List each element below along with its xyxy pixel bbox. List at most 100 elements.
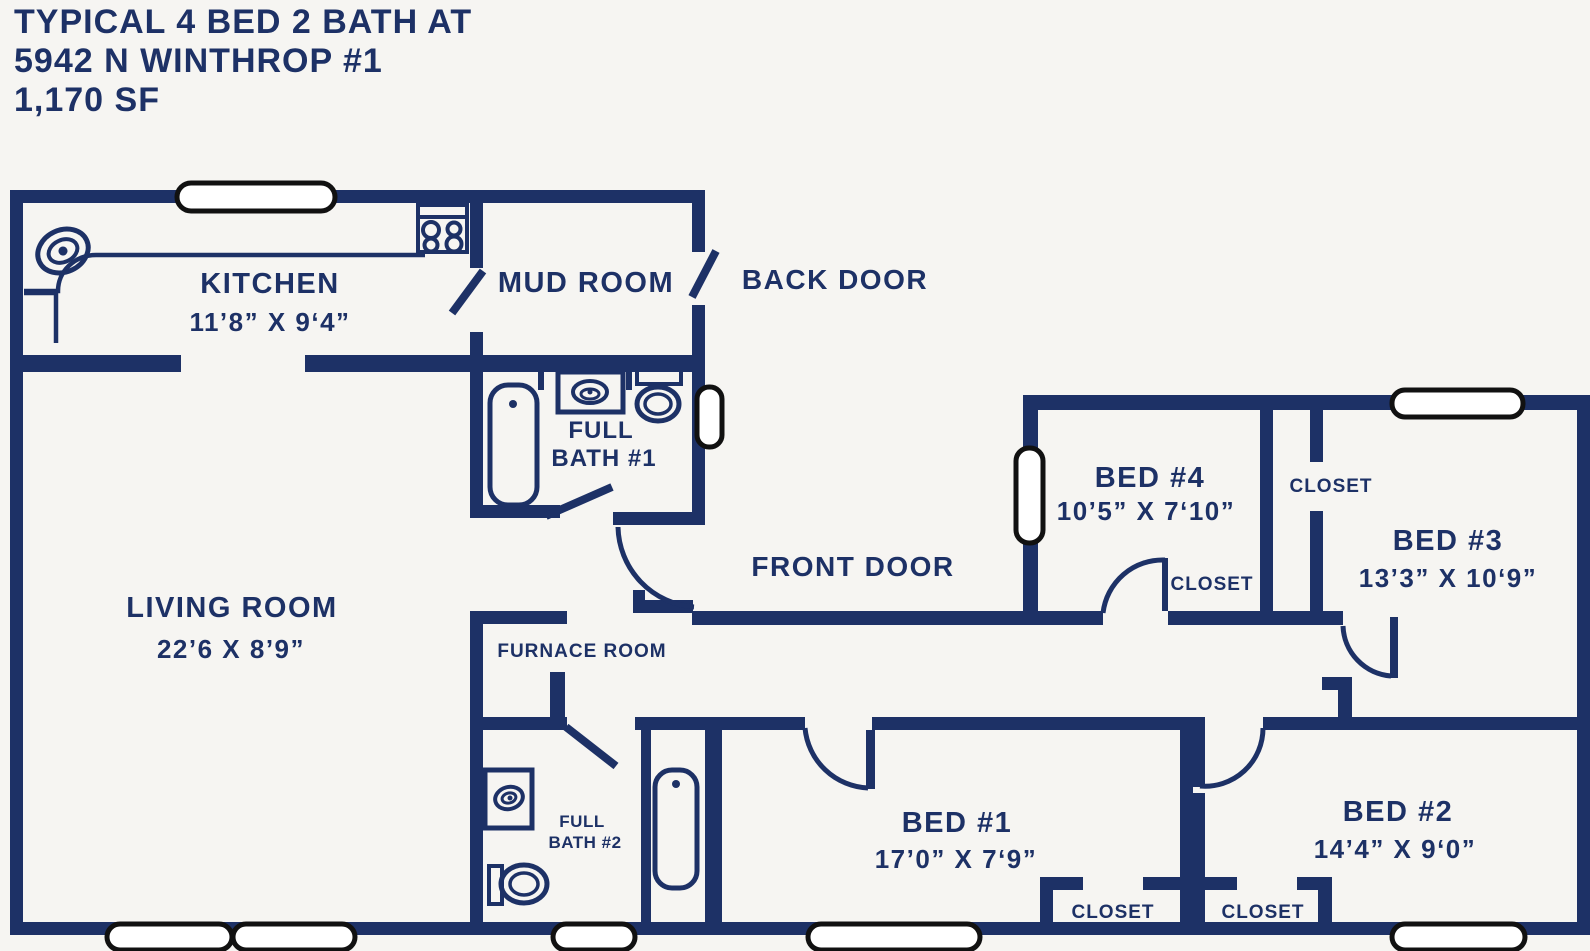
bed1-window	[805, 921, 983, 951]
wall-bed1-bed2-divider	[1180, 793, 1205, 922]
wall-closet2-top	[1297, 877, 1332, 890]
back-door-label: BACK DOOR	[742, 264, 928, 295]
wall-bed3-closet-stub-lower	[1310, 511, 1323, 611]
wall-mudroom-west-upper	[470, 203, 483, 268]
wall-bed2-top	[1263, 717, 1577, 730]
wall-closet-center-top	[1143, 877, 1237, 890]
front-door-label: FRONT DOOR	[751, 551, 954, 582]
wall-furnace-east	[550, 672, 565, 717]
bed2-dims: 14’4” X 9‘0”	[1314, 834, 1477, 864]
bed3-label: BED #3	[1393, 525, 1504, 557]
title-line-3: 1,170 SF	[14, 81, 160, 119]
bed3-door-arc	[1340, 625, 1392, 679]
kitchen-door-leaf	[448, 268, 487, 316]
title-line-1: TYPICAL 4 BED 2 BATH AT	[14, 3, 472, 41]
bath2-sink-icon	[482, 767, 535, 831]
wall-tub-alcove-west	[641, 730, 651, 922]
bed4-closet-label: CLOSET	[1170, 574, 1253, 595]
plan-title: TYPICAL 4 BED 2 BATH AT 5942 N WINTHROP …	[14, 3, 472, 119]
wall-bed1-top-east	[872, 717, 1205, 730]
bed3-door-leaf	[1390, 617, 1398, 678]
wall-mudroom-west-lower	[470, 332, 483, 355]
title-line-2: 5942 N WINTHROP #1	[14, 42, 383, 80]
bath2-window	[550, 921, 638, 951]
wall-entry-jog-cap	[633, 590, 645, 613]
walls	[10, 190, 1590, 935]
bath2-label-line1: FULL	[559, 812, 604, 831]
bath2-door-leaf	[563, 723, 619, 770]
wall-hallway-north-west	[692, 611, 1103, 625]
wall-bath1-stub-a	[538, 372, 544, 390]
kitchen-cabinet	[24, 290, 59, 343]
bed2-door-arc	[1199, 727, 1266, 789]
fixtures	[24, 203, 700, 906]
wall-closet2-east	[1318, 890, 1332, 922]
front-door-arc	[615, 526, 695, 610]
wall-tub-alcove-east	[705, 730, 722, 922]
wall-bed1-east	[1180, 730, 1193, 793]
bath1-sink-icon	[555, 369, 626, 415]
wall-bath1-stub-b	[626, 372, 632, 390]
bed2-closet-label: CLOSET	[1221, 902, 1304, 923]
bath1-window	[694, 384, 725, 450]
bath1-tub-icon	[487, 382, 540, 508]
kitchen-sink-icon	[35, 226, 91, 276]
wall-bottom-exterior	[10, 922, 1590, 935]
wall-bed1-top-west	[635, 717, 805, 730]
wall-kitchen-bottom-east	[305, 355, 705, 372]
back-door-leaf	[688, 249, 720, 299]
bath2-label-line2: BATH #2	[548, 833, 621, 852]
bed1-door-leaf	[866, 730, 875, 789]
bath2-tub-icon	[652, 767, 700, 891]
bed2-door-leaf	[1193, 730, 1205, 787]
stove-icon	[416, 203, 469, 254]
bed4-dims: 10’5” X 7‘10”	[1057, 496, 1236, 526]
bath1-toilet-icon	[634, 368, 683, 424]
bed1-closet-label: CLOSET	[1071, 902, 1154, 923]
door-swings	[448, 249, 1392, 791]
kitchen-dims: 11’8” X 9‘4”	[189, 307, 350, 337]
bed1-label: BED #1	[902, 807, 1013, 839]
living-room-dims: 22’6 X 8’9”	[157, 634, 305, 664]
windows	[104, 180, 1528, 951]
kitchen-label: KITCHEN	[200, 268, 339, 300]
wall-top-kitchen-wing	[10, 190, 705, 203]
living-window-2	[230, 921, 358, 951]
wall-bath1-west	[470, 372, 483, 518]
bed4-door-leaf	[1162, 558, 1168, 611]
wall-bed3-closet-stub-upper	[1310, 410, 1323, 462]
bath2-toilet-icon	[487, 862, 550, 906]
wall-living-east	[470, 611, 483, 922]
living-window-1	[104, 921, 235, 951]
bath1-door-leaf	[544, 483, 614, 520]
bed2-label: BED #2	[1343, 796, 1454, 828]
wall-left-exterior	[10, 190, 23, 935]
bed3-window	[1389, 387, 1526, 420]
wall-bath1-bottom	[470, 505, 560, 518]
room-labels: KITCHEN 11’8” X 9‘4” MUD ROOM BACK DOOR …	[126, 264, 1538, 923]
kitchen-window	[174, 180, 338, 214]
furnace-room-label: FURNACE ROOM	[497, 641, 666, 662]
bath1-label-line2: BATH #1	[551, 445, 656, 472]
bed1-dims: 17’0” X 7‘9”	[875, 844, 1038, 874]
bed2-window	[1389, 921, 1528, 951]
wall-furnace-bottom	[470, 717, 567, 730]
wall-right-exterior	[1577, 398, 1590, 935]
bath1-label-line1: FULL	[568, 417, 633, 444]
bed4-door-arc	[1100, 557, 1166, 614]
wall-bed4-east	[1260, 410, 1273, 611]
wall-kitchen-bottom-west	[10, 355, 181, 372]
bed1-door-arc	[802, 727, 869, 791]
wall-hall-end-jog	[1322, 677, 1338, 690]
bed4-window	[1013, 445, 1046, 546]
kitchen-counter	[24, 252, 425, 294]
bed3-closet-label: CLOSET	[1289, 476, 1372, 497]
bed3-dims: 13’3” X 10‘9”	[1359, 563, 1538, 593]
wall-furnace-top	[470, 611, 567, 624]
wall-hallway-north-east	[1168, 611, 1343, 625]
living-room-label: LIVING ROOM	[126, 592, 337, 624]
wall-closet1-top	[1040, 877, 1083, 890]
wall-hall-end-stub	[1338, 677, 1352, 717]
